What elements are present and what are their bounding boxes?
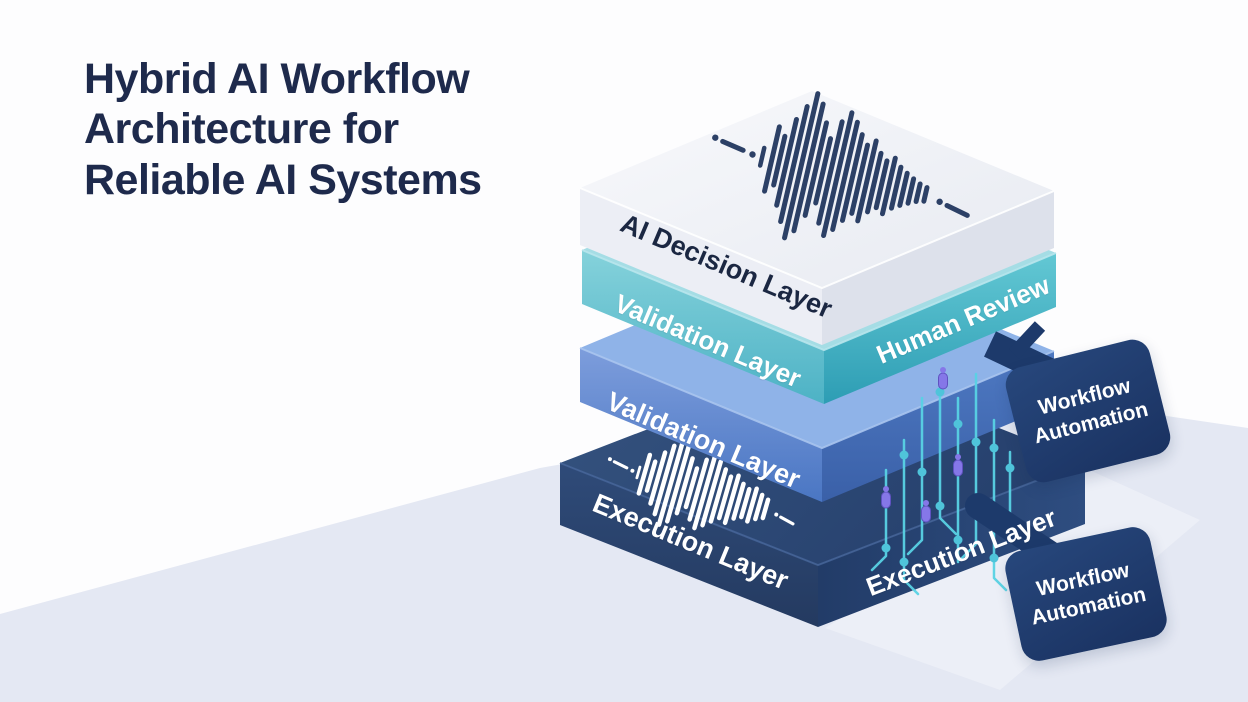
- execution-left-face: [560, 463, 818, 627]
- callout-label: Workflow Automation: [1031, 374, 1151, 449]
- page-title: Hybrid AI Workflow Architecture for Reli…: [84, 54, 584, 205]
- audio-waveform-icon: [712, 91, 970, 241]
- ai-decision-left-face: [580, 188, 822, 345]
- execution-right-face: [818, 462, 1085, 627]
- validation-blue-right-face: [822, 351, 1054, 502]
- circuit-traces-icon: [870, 367, 1015, 596]
- title-line-2: Architecture for: [84, 105, 399, 154]
- callout-label: Workflow Automation: [1029, 558, 1149, 630]
- title-line-1: Hybrid AI Workflow: [84, 55, 470, 103]
- audio-waveform-icon: [607, 436, 795, 531]
- connector-human-review-prong: [1008, 321, 1046, 359]
- validation-teal-right-face: [824, 253, 1056, 404]
- validation-teal-left-face: [582, 250, 824, 404]
- validation-blue-left-face: [580, 348, 822, 502]
- ai-decision-right-face: [822, 191, 1054, 345]
- title-line-3: Reliable AI Systems: [84, 155, 482, 204]
